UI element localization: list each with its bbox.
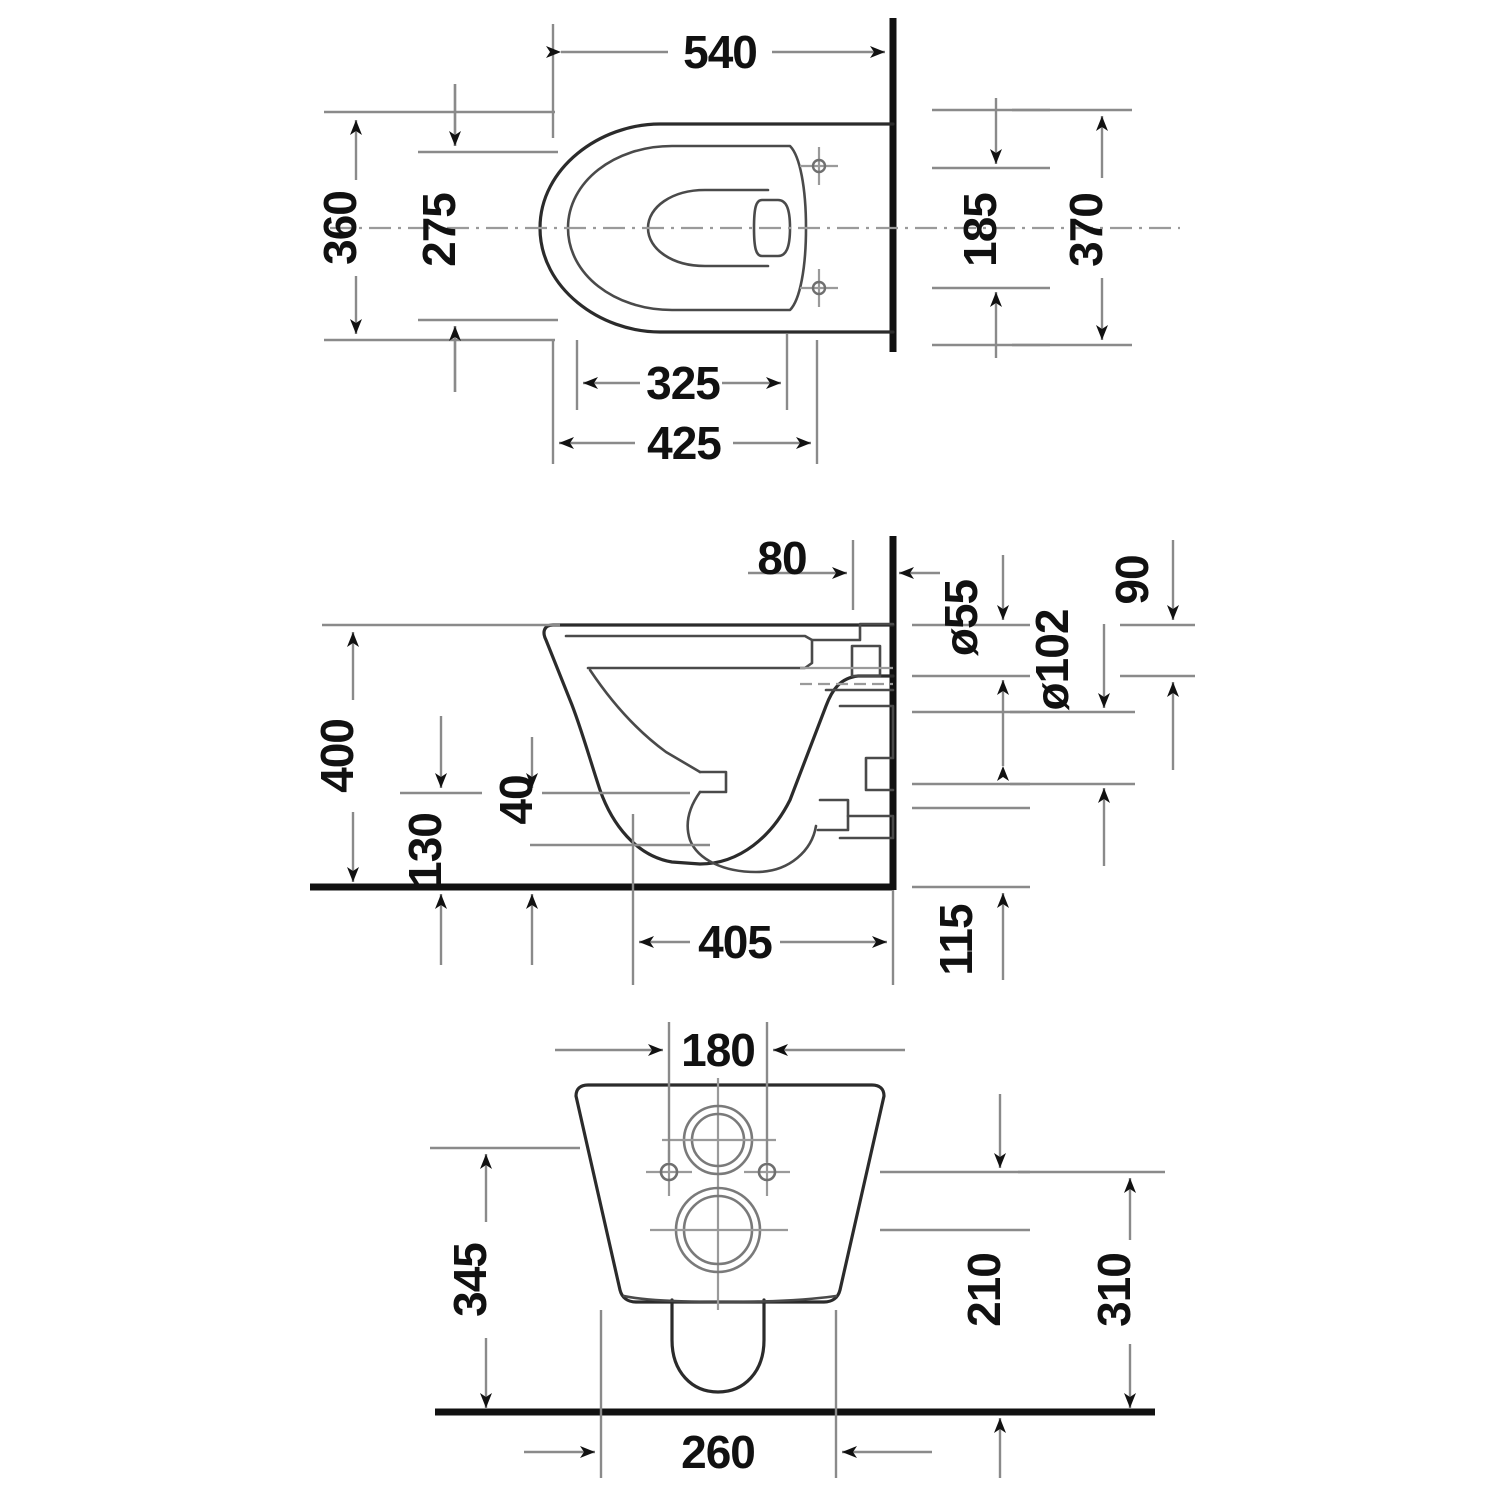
side-view-step-detail xyxy=(698,770,728,794)
dimension-side-80: 80 xyxy=(748,532,940,610)
dimension-label-185: 185 xyxy=(954,193,1006,267)
dimension-label-345: 345 xyxy=(444,1243,496,1317)
dimension-side-405: 405 xyxy=(631,814,895,985)
dimension-front-310: 310 xyxy=(1018,1170,1165,1408)
dimension-label-310: 310 xyxy=(1088,1253,1140,1327)
dimension-top-425: 425 xyxy=(551,340,819,469)
dimension-label-90: 90 xyxy=(1106,555,1158,604)
front-view-bowl-nose xyxy=(670,1298,766,1394)
dimension-top-275: 275 xyxy=(413,84,558,392)
side-view-fitting-line-2 xyxy=(838,704,895,792)
side-view-trap-curve xyxy=(686,790,818,874)
top-view: 540 360 275 185 xyxy=(314,18,1180,469)
dimension-side-115: 115 xyxy=(912,885,1030,980)
dimension-top-360: 360 xyxy=(314,110,555,342)
dimension-label-180: 180 xyxy=(681,1024,755,1076)
dimension-label-425: 425 xyxy=(647,417,721,469)
dimension-label-360: 360 xyxy=(314,191,366,265)
dimension-label-370: 370 xyxy=(1060,193,1112,267)
dimension-label-405: 405 xyxy=(698,916,772,968)
front-view-waste-outlet xyxy=(650,1186,788,1274)
dimension-side-40: 40 xyxy=(490,737,710,965)
dimension-label-400: 400 xyxy=(311,719,363,793)
top-view-fixing-mark-lower xyxy=(800,269,838,307)
dimension-label-325: 325 xyxy=(646,357,720,409)
top-view-fixing-mark-upper xyxy=(800,147,838,185)
dimension-front-180: 180 xyxy=(555,1022,905,1162)
dimension-label-d102: ø102 xyxy=(1026,610,1078,711)
dimension-label-130: 130 xyxy=(399,813,451,887)
dimension-side-90: 90 xyxy=(1106,540,1195,770)
dimension-label-540: 540 xyxy=(683,26,757,78)
front-view-body-outline xyxy=(574,1083,886,1304)
top-view-flush-inlet xyxy=(752,198,792,258)
dimension-label-d55: ø55 xyxy=(935,579,987,656)
side-view-inner-bowl-front xyxy=(588,668,702,774)
dimension-side-102: ø102 xyxy=(1010,610,1135,866)
dimension-label-275: 275 xyxy=(413,193,465,267)
dimension-label-115: 115 xyxy=(930,904,982,976)
dimension-label-40: 40 xyxy=(490,775,542,824)
dimension-front-260: 260 xyxy=(524,1310,932,1478)
dimension-top-370: 370 xyxy=(1012,108,1132,347)
side-view-fitting-line-4 xyxy=(838,814,895,840)
front-view-lower-edge-line xyxy=(622,1294,838,1304)
dimension-side-130: 130 xyxy=(399,716,482,965)
dimension-label-210: 210 xyxy=(958,1253,1010,1327)
side-view-top-fitting xyxy=(810,622,895,642)
side-view: 80 ø55 ø102 90 xyxy=(310,532,1195,985)
side-view-bowl-outline xyxy=(542,623,895,866)
dimension-top-540: 540 xyxy=(546,24,885,138)
dimension-front-345: 345 xyxy=(430,1146,580,1408)
dimension-label-80: 80 xyxy=(757,532,806,584)
top-view-seat-contour xyxy=(566,144,808,312)
side-view-outlet-box xyxy=(850,644,882,678)
dimension-front-210: 210 xyxy=(880,1094,1030,1478)
front-view-flush-outlet xyxy=(662,1104,776,1176)
side-view-rim-profile xyxy=(564,634,814,670)
dimension-side-400: 400 xyxy=(311,623,560,882)
front-view: 180 345 210 310 xyxy=(430,1022,1165,1478)
dimension-top-325: 325 xyxy=(575,334,789,410)
dimension-label-260: 260 xyxy=(681,1426,755,1478)
